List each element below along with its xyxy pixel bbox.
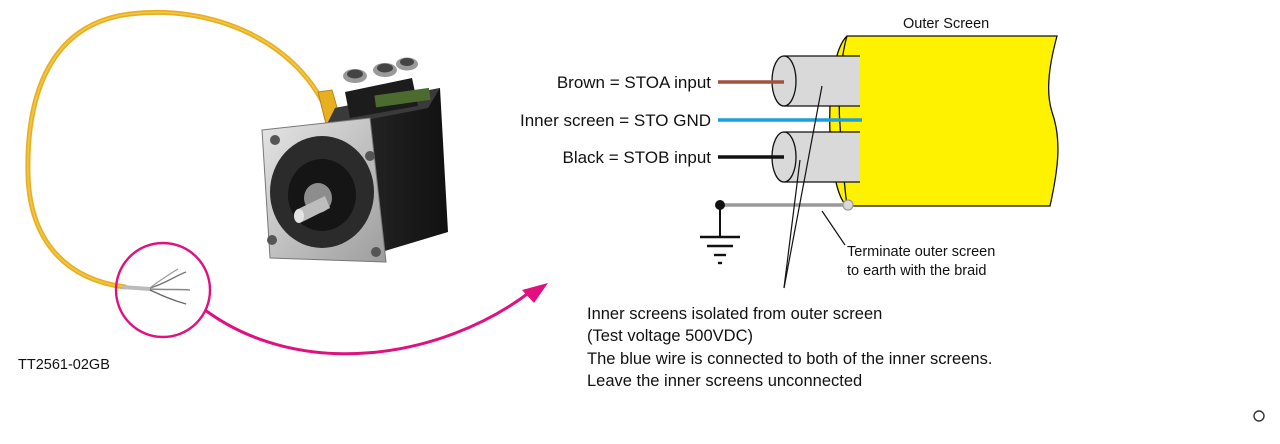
- braid-to-earth: [715, 199, 854, 211]
- inner-screen-wire-label: Inner screen = STO GND: [519, 111, 711, 130]
- outer-screen-label: Outer Screen: [903, 16, 990, 32]
- figure-id: TT2561-02GB: [18, 357, 110, 373]
- black-wire-label: Black = STOB input: [562, 148, 711, 167]
- callout-circle: [114, 241, 212, 339]
- motor-cable: [25, 9, 341, 290]
- inner-screen-top: [771, 55, 860, 107]
- outer-screen-cable: [829, 35, 1059, 207]
- terminate-label-line1: Terminate outer screen: [847, 244, 996, 260]
- servo-motor: [261, 57, 448, 263]
- callout-arrow: [204, 283, 548, 356]
- stripped-wires: [121, 268, 191, 305]
- terminate-label-line2: to earth with the braid: [847, 263, 987, 279]
- inner-screen-bottom: [771, 131, 860, 183]
- note-line-1: Inner screens isolated from outer screen: [587, 305, 883, 323]
- brown-wire-label: Brown = STOA input: [556, 73, 711, 92]
- corner-circle-icon: [1253, 410, 1265, 422]
- note-line-3: The blue wire is connected to both of th…: [587, 350, 993, 368]
- note-line-2: (Test voltage 500VDC): [587, 327, 753, 345]
- leader-lines: [783, 85, 846, 289]
- earth-ground-icon: [700, 205, 740, 265]
- note-line-4: Leave the inner screens unconnected: [587, 372, 863, 390]
